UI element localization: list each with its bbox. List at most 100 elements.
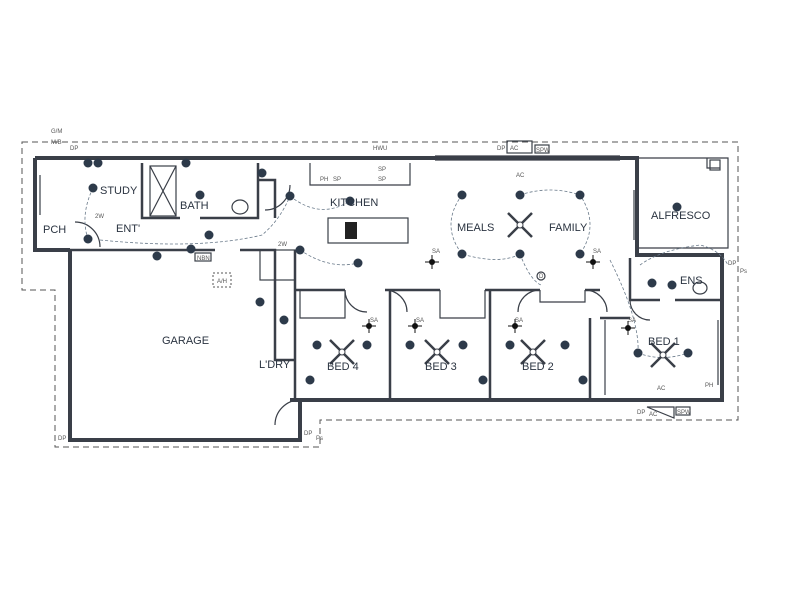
downlight-icon bbox=[578, 375, 588, 385]
downlight-icon bbox=[345, 196, 355, 206]
room-label-ent: ENT' bbox=[116, 223, 140, 235]
downlight-icon bbox=[647, 278, 657, 288]
smoke-alarm-icon bbox=[508, 319, 522, 333]
downlight-icon bbox=[683, 348, 693, 358]
downlight-icon bbox=[505, 340, 515, 350]
light-fittings bbox=[83, 158, 693, 385]
downlight-icon bbox=[279, 315, 289, 325]
downlight-icon bbox=[667, 280, 677, 290]
smoke-alarm-icon bbox=[362, 319, 376, 333]
room-label-kitchen: KITCHEN bbox=[330, 197, 378, 209]
smoke-alarm-icon bbox=[425, 255, 439, 269]
downlight-icon bbox=[405, 340, 415, 350]
ac-unit-label: AC bbox=[510, 146, 519, 152]
solar-panel-label: SPW bbox=[536, 148, 550, 154]
room-label-pch: PCH bbox=[43, 224, 66, 236]
room-label-ens: ENS bbox=[680, 275, 703, 287]
downlight-icon bbox=[195, 190, 205, 200]
ceiling-fan-icon bbox=[424, 339, 450, 365]
power-socket-label: Ps bbox=[316, 436, 323, 442]
phone-point-label: PH bbox=[705, 383, 713, 389]
ac-unit bbox=[506, 140, 533, 154]
attic-hatch-label: A/H bbox=[217, 279, 227, 285]
downlight-icon bbox=[285, 191, 295, 201]
room-label-ldry: L'DRY bbox=[259, 359, 291, 371]
power-point-label: SP bbox=[333, 177, 341, 183]
downpipe-label: DP bbox=[70, 146, 78, 152]
wiring-run bbox=[609, 259, 639, 354]
downlight-icon bbox=[88, 183, 98, 193]
two-way-switch-label: 2W bbox=[278, 242, 287, 248]
site-boundary bbox=[21, 141, 739, 448]
downlight-icon bbox=[257, 168, 267, 178]
downpipe-label: DP bbox=[728, 261, 736, 267]
downlight-icon bbox=[575, 190, 585, 200]
downpipe-label: DP bbox=[497, 146, 505, 152]
downlight-icon bbox=[295, 245, 305, 255]
downlight-icon bbox=[312, 340, 322, 350]
smoke-alarm-icon bbox=[621, 321, 635, 335]
ac-head-label: AC bbox=[657, 386, 666, 392]
downlight-icon bbox=[93, 158, 103, 168]
ceiling-fan-icon bbox=[650, 342, 676, 368]
ceiling-fans bbox=[329, 212, 676, 368]
downlight-icon bbox=[152, 251, 162, 261]
smoke-alarm-icon bbox=[586, 255, 600, 269]
smoke-alarm-label: SA bbox=[593, 249, 601, 255]
room-label-meals: MEALS bbox=[457, 222, 494, 234]
two-way-switch-label: 2W bbox=[95, 214, 104, 220]
hot-water-unit-label: HWU bbox=[373, 146, 387, 152]
room-label-bed3: BED 3 bbox=[425, 361, 457, 373]
downpipe-label: DP bbox=[637, 410, 645, 416]
wiring bbox=[84, 187, 729, 358]
power-socket-label: Ps bbox=[740, 269, 747, 275]
downlight-icon bbox=[83, 234, 93, 244]
downlight-icon bbox=[458, 340, 468, 350]
wiring-run bbox=[519, 253, 542, 286]
room-label-study: STUDY bbox=[100, 185, 138, 197]
doorbell-label: D bbox=[539, 274, 544, 280]
downlight-icon bbox=[575, 249, 585, 259]
wiring-run bbox=[84, 187, 94, 240]
smoke-alarm-label: SA bbox=[515, 318, 523, 324]
ac-head-label: AC bbox=[516, 173, 525, 179]
smoke-alarm-icon bbox=[408, 319, 422, 333]
ceiling-fan-icon bbox=[520, 339, 546, 365]
downpipe-label: DP bbox=[304, 431, 312, 437]
downlight-icon bbox=[515, 190, 525, 200]
downlight-icon bbox=[255, 297, 265, 307]
room-label-bed2: BED 2 bbox=[522, 361, 554, 373]
downlight-icon bbox=[181, 158, 191, 168]
downlight-icon bbox=[633, 348, 643, 358]
smoke-alarm-label: SA bbox=[432, 249, 440, 255]
room-label-bath: BATH bbox=[180, 200, 209, 212]
smoke-alarm-label: SA bbox=[416, 318, 424, 324]
room-label-bed4: BED 4 bbox=[327, 361, 359, 373]
downlight-icon bbox=[204, 230, 214, 240]
downlight-icon bbox=[186, 244, 196, 254]
annotations: G/M M/B DP HWU DP AC SPW AC 2W 2W NBN A/… bbox=[51, 129, 747, 442]
room-labels: STUDY BATH PCH ENT' KITCHEN MEALS FAMILY… bbox=[43, 185, 711, 373]
solar-panel-label: SPW bbox=[677, 410, 691, 416]
downlight-icon bbox=[305, 375, 315, 385]
ceiling-fan-icon bbox=[507, 212, 533, 238]
smoke-alarm-label: SA bbox=[370, 318, 378, 324]
phone-point-label: PH bbox=[320, 177, 328, 183]
power-point-label: SP bbox=[378, 167, 386, 173]
downlight-icon bbox=[457, 190, 467, 200]
smoke-alarm-label: SA bbox=[628, 318, 636, 324]
wiring-run bbox=[299, 249, 359, 266]
walls bbox=[33, 155, 729, 442]
ac-unit-label: AC bbox=[649, 412, 658, 418]
room-label-alfresco: ALFRESCO bbox=[651, 210, 711, 222]
gas-meter-label: G/M bbox=[51, 129, 62, 135]
downlight-icon bbox=[515, 249, 525, 259]
wiring-run bbox=[99, 195, 291, 245]
room-label-bed1: BED 1 bbox=[648, 336, 680, 348]
downlight-icon bbox=[457, 249, 467, 259]
downlight-icon bbox=[83, 158, 93, 168]
meter-box-label: M/B bbox=[51, 140, 62, 146]
room-label-garage: GARAGE bbox=[162, 335, 209, 347]
ceiling-fan-icon bbox=[329, 339, 355, 365]
